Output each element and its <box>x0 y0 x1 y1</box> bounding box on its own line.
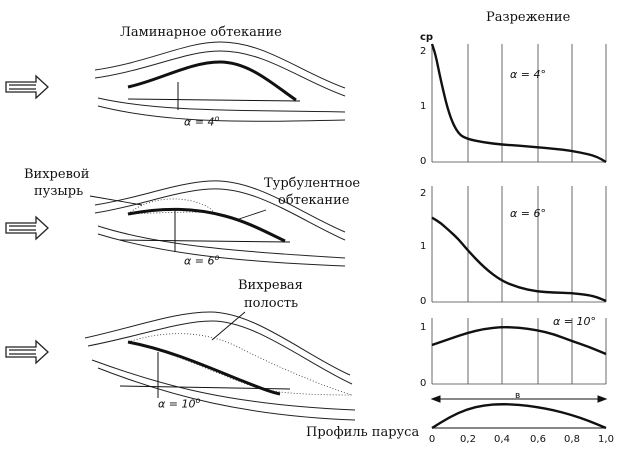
chord-label: в <box>515 391 521 401</box>
angle-marker-laminar <box>127 82 301 110</box>
flow-arrow-1 <box>5 74 49 100</box>
vortex-cavity-label-line2: полость <box>244 296 299 311</box>
sail-profile-turbulent <box>127 207 286 243</box>
sail-profile-title: Профиль паруса <box>306 425 420 440</box>
vortex-cavity-label-line1: Вихревая <box>238 278 303 293</box>
angle-marker-turbulent <box>119 210 291 252</box>
flow-arrow-3 <box>5 339 49 365</box>
vortex-bubble-label-line2: пузырь <box>34 184 84 199</box>
xtick-0-6: 0,6 <box>530 434 546 445</box>
chart-2-ytick-1: 1 <box>420 241 427 252</box>
chart-1-ytick-1: 1 <box>420 101 427 112</box>
cavity-flow-streamlines <box>84 311 356 421</box>
xtick-0-4: 0,4 <box>494 434 510 445</box>
chart-1-ytick-0: 0 <box>420 156 427 167</box>
chart-3-ytick-1: 1 <box>420 322 427 333</box>
label-leader-lines <box>89 195 267 341</box>
pressure-curve-alpha-4 <box>430 43 607 164</box>
xtick-1-0: 1,0 <box>598 434 614 445</box>
pressure-coefficient-label: cp <box>420 32 434 43</box>
xtick-0: 0 <box>428 434 436 445</box>
chart-3-grid <box>431 318 607 385</box>
laminar-flow-title: Ламинарное обтекание <box>120 25 282 40</box>
chart-3-annotation: α = 10° <box>553 315 596 328</box>
flow-arrow-2 <box>5 215 49 241</box>
pressure-curve-alpha-10 <box>431 326 607 356</box>
turbulent-flow-label-line1: Турбулентное <box>264 176 361 191</box>
turbulent-flow-label-line2: обтекание <box>278 193 350 208</box>
laminar-flow-streamlines <box>94 41 346 122</box>
chart-3-ytick-0: 0 <box>420 378 427 389</box>
pressure-curve-alpha-6 <box>431 216 607 303</box>
chord-marker <box>430 395 608 403</box>
sail-profile-laminar <box>127 60 297 102</box>
chart-2-annotation: α = 6° <box>510 207 546 220</box>
rarefaction-title: Разрежение <box>486 10 571 25</box>
xtick-0-8: 0,8 <box>564 434 580 445</box>
chart-2-ytick-2: 2 <box>420 188 427 199</box>
chart-1-annotation: α = 4° <box>510 68 546 81</box>
xtick-0-2: 0,2 <box>460 434 476 445</box>
angle-label-turbulent: α = 6o <box>184 253 220 268</box>
chart-2-ytick-0: 0 <box>420 296 427 307</box>
chart-2-grid <box>431 186 607 303</box>
vortex-cavity-region <box>126 333 353 396</box>
vortex-bubble-label-line1: Вихревой <box>24 167 90 182</box>
angle-label-laminar: α = 4o <box>184 114 220 129</box>
chart-1-ytick-2: 2 <box>420 46 427 57</box>
angle-label-cavity: α = 10o <box>158 396 201 411</box>
sail-profile-curve <box>431 403 607 430</box>
angle-marker-cavity <box>119 352 291 398</box>
chart-1-grid <box>431 44 607 163</box>
sail-profile-cavity <box>127 340 281 396</box>
